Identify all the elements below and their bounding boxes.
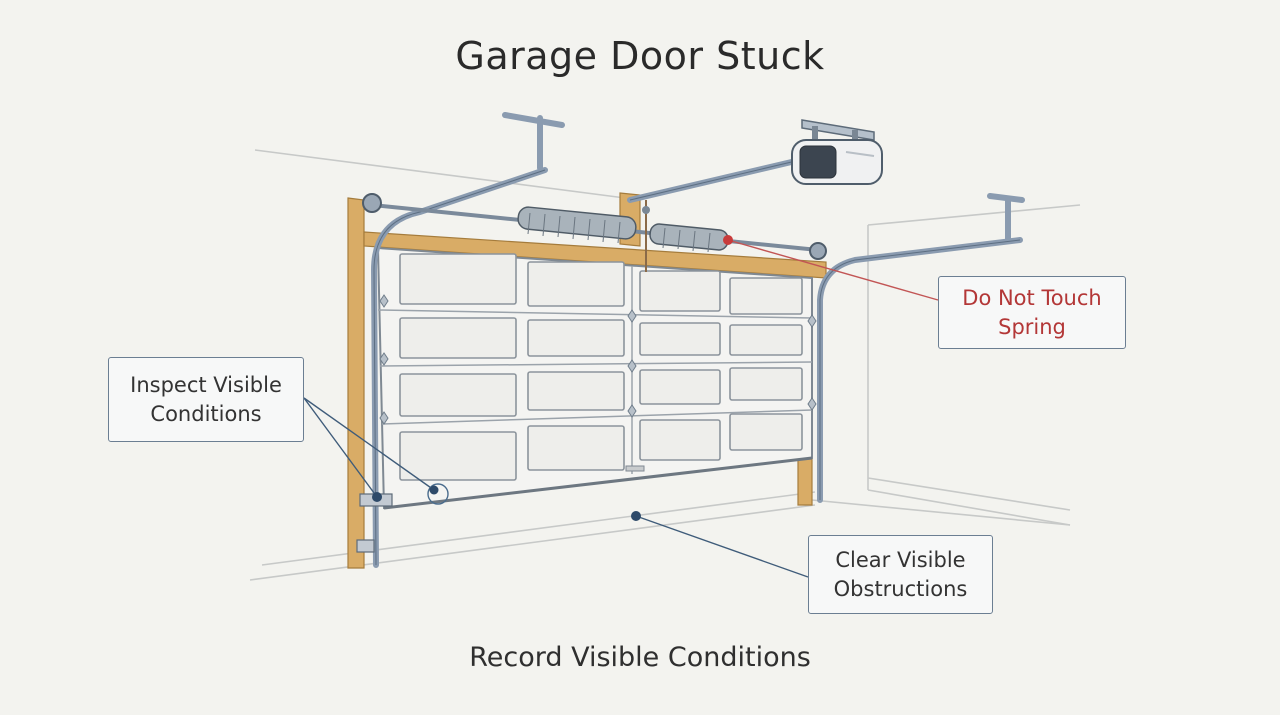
callout-inspect-line1: Inspect Visible [130,372,282,397]
callout-clear-line1: Clear Visible [835,547,966,572]
callout-spring-line2: Spring [998,314,1066,339]
callout-inspect-line2: Conditions [150,401,262,426]
spring-warning-leader [723,235,939,301]
obstruction-marker [631,511,641,521]
callout-inspect-visible-conditions: Inspect Visible Conditions [108,357,304,442]
diagram-footer: Record Visible Conditions [469,642,811,673]
spring-warning-marker [723,235,733,245]
door-hinges [379,294,817,425]
opener-motor [791,119,883,185]
diagram-title: Garage Door Stuck [455,34,825,78]
callout-clear-visible-obstructions: Clear Visible Obstructions [808,535,993,614]
callout-spring-line1: Do Not Touch [962,285,1102,310]
garage-door-panels [376,246,813,510]
leader-lines [303,397,809,578]
callout-clear-line2: Obstructions [833,576,968,601]
inspect-markers [372,483,449,505]
opener-rail [627,157,803,272]
callout-do-not-touch-spring: Do Not Touch Spring [938,276,1126,349]
